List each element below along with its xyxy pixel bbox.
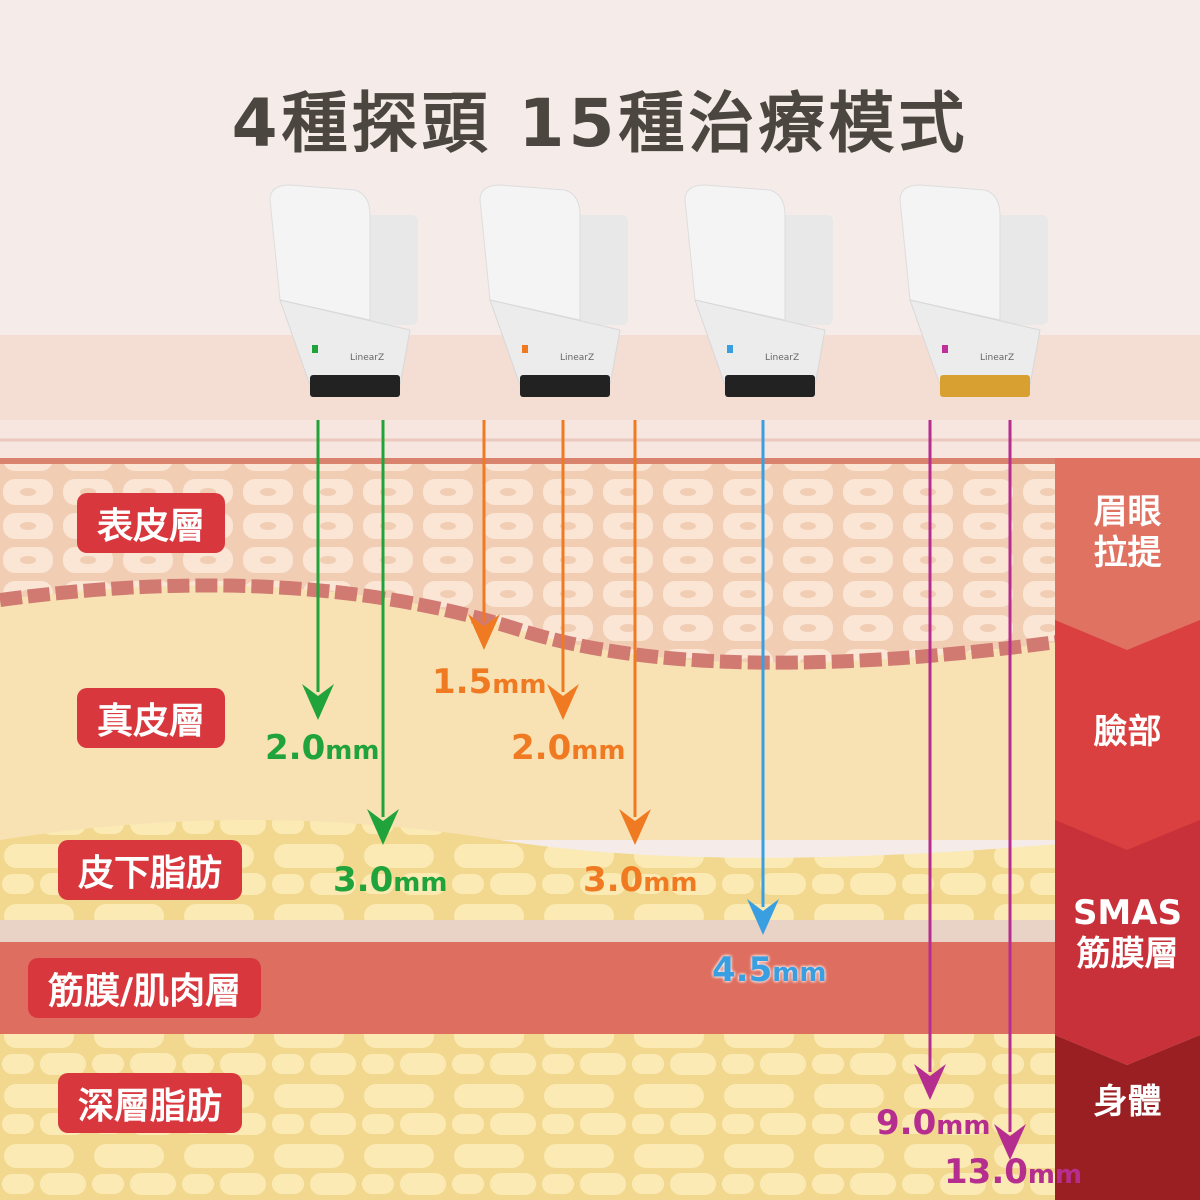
depth-label: 1.5mm — [432, 662, 546, 702]
depth-unit: mm — [325, 736, 380, 766]
page-title: 4種探頭 15種治療模式 — [231, 85, 969, 162]
depth-label: 9.0mm — [876, 1103, 990, 1143]
depth-arrow — [547, 420, 579, 720]
depth-label: 2.0mm — [265, 728, 379, 768]
depth-unit: mm — [492, 670, 547, 700]
probe-brand-label: LinearZ — [765, 353, 799, 363]
depth-arrow — [619, 420, 651, 845]
depth-arrow — [468, 420, 500, 650]
depth-arrow — [747, 420, 779, 935]
depth-value: 1.5 — [432, 662, 493, 702]
depth-label: 3.0mm — [333, 860, 447, 900]
probe-3: LinearZ — [684, 184, 833, 397]
depth-value: 13.0 — [944, 1152, 1028, 1192]
depth-label: 2.0mm — [511, 728, 625, 768]
depth-unit: mm — [571, 736, 626, 766]
label-fascia-muscle: 筋膜/肌肉層 — [28, 958, 262, 1018]
probe-brand-label: LinearZ — [560, 353, 594, 363]
label-epidermis: 表皮層 — [77, 493, 226, 553]
depth-value: 2.0 — [511, 728, 572, 768]
zone-band — [1055, 1035, 1200, 1200]
subcutaneous-fat-layer — [0, 820, 1200, 920]
probe-4: LinearZ — [899, 184, 1048, 397]
depth-value: 9.0 — [876, 1103, 937, 1143]
probe-brand-label: LinearZ — [350, 353, 384, 363]
depth-unit: mm — [936, 1111, 991, 1141]
dermis-layer — [0, 585, 1200, 840]
depth-label: 13.0mm — [944, 1152, 1082, 1192]
depth-unit: mm — [1027, 1160, 1083, 1190]
depth-unit: mm — [393, 868, 448, 898]
zone-band — [1055, 458, 1200, 680]
zone-eyebrow-lift: 眉眼拉提 — [1093, 492, 1162, 573]
probe-brand-label: LinearZ — [980, 353, 1014, 363]
probe-1: LinearZ — [269, 184, 418, 397]
depth-unit: mm — [643, 868, 698, 898]
label-dermis: 真皮層 — [77, 688, 226, 748]
depth-value: 4.5 — [712, 950, 773, 990]
depth-value: 3.0 — [333, 860, 394, 900]
depth-arrow — [367, 420, 399, 845]
depth-arrow — [302, 420, 334, 720]
depth-value: 2.0 — [265, 728, 326, 768]
depth-unit: mm — [772, 958, 827, 988]
zone-band — [1055, 620, 1200, 880]
depth-label: 4.5mm — [712, 950, 826, 990]
zone-band — [1055, 820, 1200, 1065]
zone-face: 臉部 — [1093, 712, 1162, 752]
label-subcutaneous-fat: 皮下脂肪 — [58, 840, 243, 900]
depth-arrow — [914, 420, 946, 1100]
probe-2: LinearZ — [479, 184, 628, 397]
depth-value: 3.0 — [583, 860, 644, 900]
depth-label: 3.0mm — [583, 860, 697, 900]
depth-arrow — [994, 420, 1026, 1160]
label-deep-fat: 深層脂肪 — [58, 1073, 243, 1133]
zone-body: 身體 — [1093, 1082, 1162, 1122]
